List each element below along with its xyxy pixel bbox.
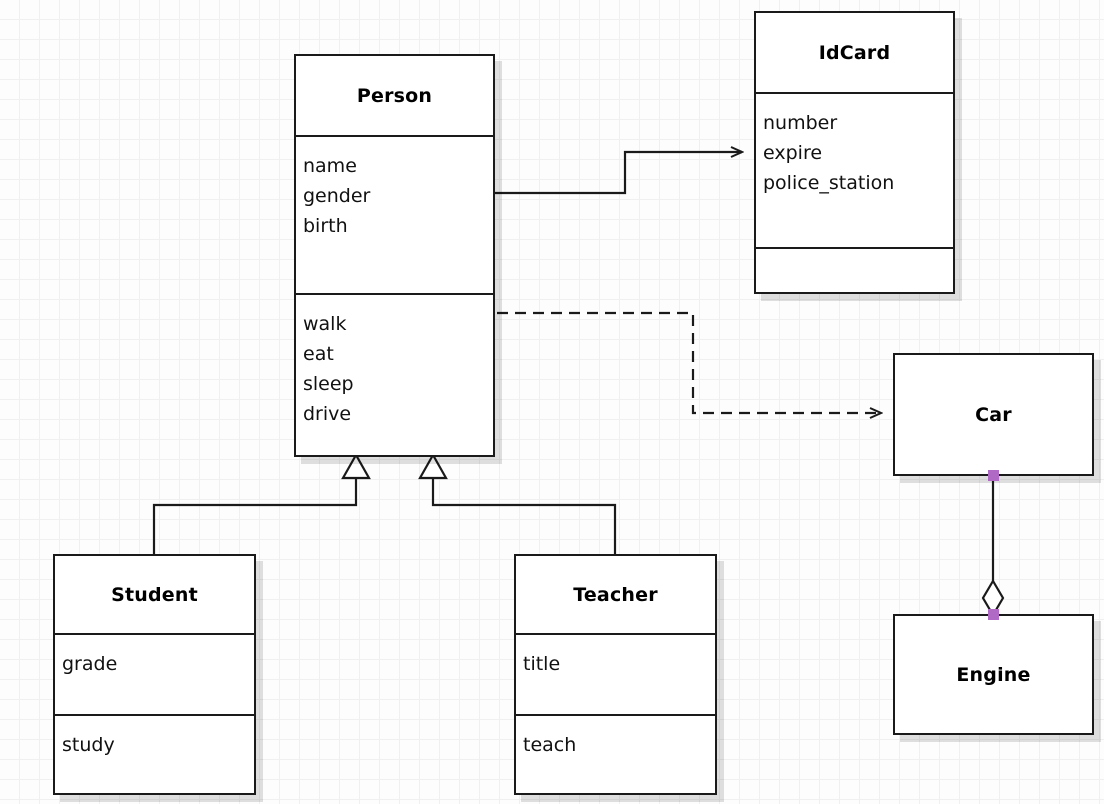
aggregation-car-engine[interactable] (981, 476, 1005, 618)
class-methods-student: study (55, 714, 254, 795)
generalization-student-person[interactable] (152, 452, 371, 554)
method: drive (303, 403, 352, 425)
class-methods-idcard (756, 247, 953, 294)
method: study (62, 734, 115, 756)
attribute: title (523, 653, 561, 675)
uml-class-car[interactable]: Car (893, 353, 1094, 476)
generalization-teacher-person[interactable] (418, 452, 617, 554)
class-title-teacher: Teacher (573, 583, 658, 606)
edge-handle-car[interactable] (988, 470, 999, 481)
uml-class-person[interactable]: Person name gender birth walk eat sleep … (294, 54, 495, 457)
attribute: grade (62, 653, 118, 675)
method: walk (303, 313, 347, 335)
attribute: birth (303, 215, 348, 237)
method: teach (523, 734, 577, 756)
class-methods-teacher: teach (516, 714, 715, 795)
class-attributes-person: name gender birth (296, 135, 493, 293)
uml-class-idcard[interactable]: IdCard number expire police_station (754, 11, 955, 294)
association-person-idcard[interactable] (495, 152, 742, 195)
class-title-car: Car (975, 403, 1012, 426)
uml-class-teacher[interactable]: Teacher title teach (514, 554, 717, 795)
uml-class-student[interactable]: Student grade study (53, 554, 256, 795)
dependency-person-car[interactable] (497, 311, 881, 413)
attribute: police_station (763, 172, 895, 194)
class-attributes-student: grade (55, 633, 254, 714)
attribute: gender (303, 185, 371, 207)
class-title-student: Student (111, 583, 198, 606)
method: eat (303, 343, 334, 365)
attribute: number (763, 112, 838, 134)
class-title-engine: Engine (956, 663, 1031, 686)
class-attributes-teacher: title (516, 633, 715, 714)
method: sleep (303, 373, 354, 395)
attribute: expire (763, 142, 823, 164)
class-title-idcard: IdCard (818, 41, 891, 64)
uml-class-engine[interactable]: Engine (893, 614, 1094, 735)
class-methods-person: walk eat sleep drive (296, 293, 493, 457)
class-attributes-idcard: number expire police_station (756, 92, 953, 247)
class-title-person: Person (356, 84, 433, 107)
attribute: name (303, 155, 357, 177)
edge-handle-engine[interactable] (988, 609, 999, 620)
